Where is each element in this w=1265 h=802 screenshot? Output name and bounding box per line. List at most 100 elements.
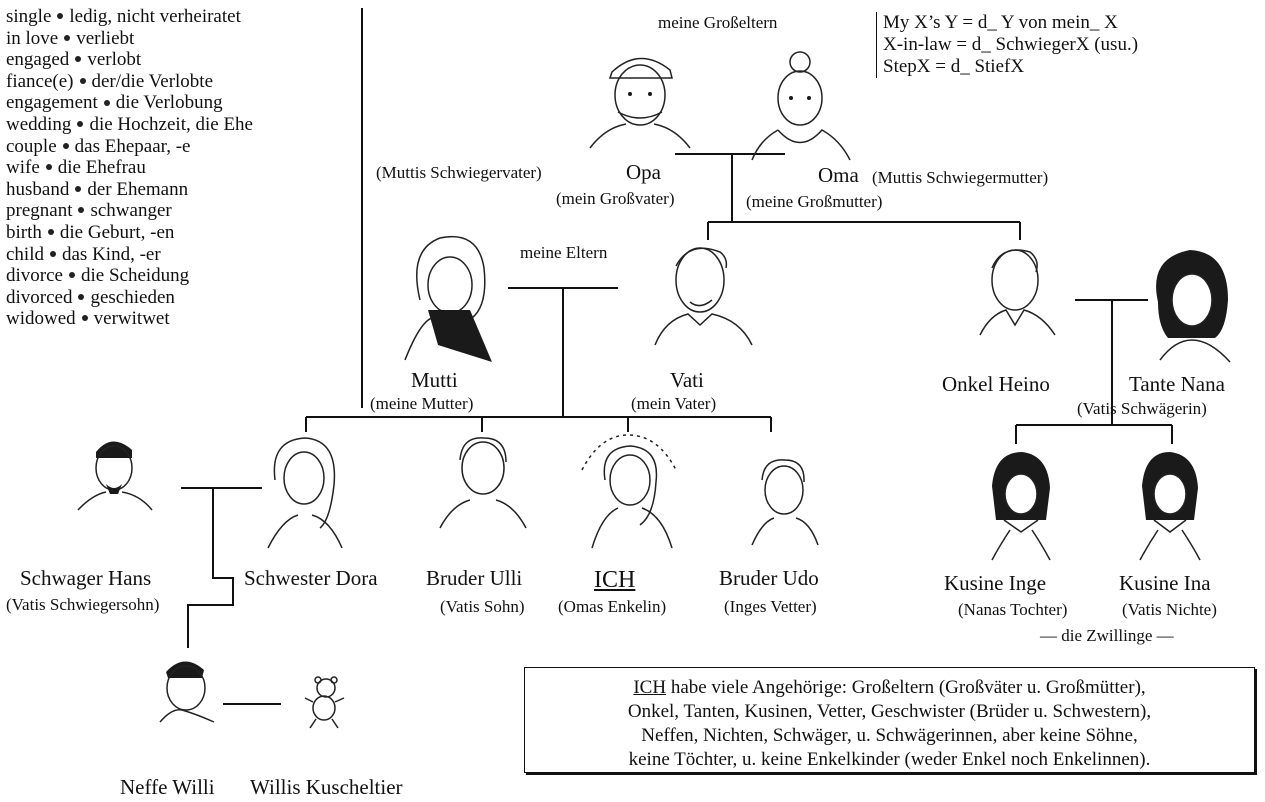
vocab-en: pregnant — [6, 200, 73, 222]
vocab-de: die Verlobung — [115, 92, 223, 114]
vocab-de: das Ehepaar, -e — [74, 135, 191, 157]
vocab-en: engagement — [6, 92, 98, 114]
vocab-item: pregnant schwanger — [6, 200, 253, 222]
vocab-en: divorced — [6, 286, 73, 308]
udo-figure — [751, 459, 819, 546]
dora-figure — [267, 437, 343, 549]
bullet-icon — [75, 185, 82, 192]
mutti-relation: (meine Mutter) — [370, 394, 474, 413]
bullet-icon — [62, 142, 69, 149]
bullet-icon — [78, 207, 85, 214]
vati-name: Vati — [670, 368, 704, 392]
summary-note: ICH habe viele Angehörige: Großeltern (G… — [524, 667, 1255, 773]
vocab-en: wife — [6, 157, 40, 179]
vocab-en: in love — [6, 27, 59, 49]
note-line-4: keine Töchter, u. keine Enkelkinder (wed… — [628, 749, 1151, 770]
vocab-de: verlobt — [87, 49, 142, 71]
hans-name: Schwager Hans — [20, 566, 152, 590]
dora-name: Schwester Dora — [244, 566, 378, 590]
bullet-icon — [57, 13, 64, 20]
hans-figure — [77, 441, 153, 511]
oma-name: Oma — [818, 163, 859, 187]
opa-relation-2: (mein Großvater) — [556, 189, 675, 208]
ina-figure — [1139, 452, 1201, 561]
inge-name: Kusine Inge — [944, 571, 1047, 595]
ina-relation: (Vatis Nichte) — [1122, 600, 1217, 619]
vocab-item: husband der Ehemann — [6, 179, 253, 201]
vocab-item: birth die Geburt, -en — [6, 222, 253, 244]
opa-name: Opa — [626, 160, 661, 184]
bullet-icon — [79, 77, 86, 84]
vocab-de: die Scheidung — [80, 265, 190, 287]
vocab-de: ledig, nicht verheiratet — [69, 6, 241, 27]
nana-figure — [1156, 250, 1231, 363]
willi-figure — [159, 661, 215, 723]
vocab-en: birth — [6, 221, 42, 243]
willi-name: Neffe Willi — [120, 775, 215, 799]
inge-figure — [991, 452, 1051, 561]
vocab-item: widowed verwitwet — [6, 308, 253, 330]
vocab-de: verwitwet — [93, 308, 170, 330]
rule-line: StepX = d_ StiefX — [883, 56, 1025, 77]
vocab-item: divorce die Scheidung — [6, 265, 253, 287]
vocab-en: engaged — [6, 49, 70, 71]
bullet-icon — [45, 164, 52, 171]
vocab-item: engaged verlobt — [6, 49, 253, 71]
oma-relation-2: (meine Großmutter) — [746, 192, 883, 211]
teddy-icon — [304, 676, 345, 729]
ulli-name: Bruder Ulli — [426, 566, 523, 590]
ulli-figure — [439, 437, 527, 529]
vocab-de: die Ehefrau — [57, 157, 146, 179]
nana-relation: (Vatis Schwägerin) — [1077, 399, 1207, 418]
grandparents-label: meine Großeltern — [658, 13, 778, 32]
bullet-icon — [50, 250, 56, 257]
vocab-de: der Ehemann — [87, 178, 189, 200]
inge-relation: (Nanas Tochter) — [958, 600, 1068, 619]
bullet-icon — [81, 315, 88, 322]
rule-line: X-in-law = d_ SchwiegerX (usu.) — [883, 34, 1139, 55]
hans-dora-descent — [187, 488, 234, 648]
heino-name: Onkel Heino — [942, 372, 1050, 396]
oma-figure — [751, 51, 851, 161]
vocab-de: das Kind, -er — [62, 243, 161, 265]
vocab-item: fiance(e) der/die Verlobte — [6, 71, 253, 93]
vocab-en: divorce — [6, 265, 63, 287]
vocab-en: couple — [6, 135, 57, 157]
bullet-icon — [47, 229, 54, 236]
vocab-de: der/die Verlobte — [91, 70, 214, 92]
bullet-icon — [78, 293, 85, 300]
note-ich: ICH — [633, 677, 667, 698]
ina-name: Kusine Ina — [1119, 571, 1211, 595]
note-line-1-text: habe viele Angehörige: Großeltern (Großv… — [666, 677, 1146, 698]
mutti-figure — [404, 235, 492, 362]
vocab-en: wedding — [6, 113, 72, 135]
opa-figure — [589, 57, 691, 149]
ulli-relation: (Vatis Sohn) — [440, 597, 525, 616]
vocab-en: fiance(e) — [6, 70, 74, 92]
vocab-item: engagement die Verlobung — [6, 92, 253, 114]
bullet-icon — [68, 272, 75, 279]
parents-label: meine Eltern — [520, 243, 608, 262]
rule-line: My X’s Y = d_ Y von mein_ X — [883, 12, 1118, 33]
teddy-name: Willis Kuscheltier — [250, 775, 403, 799]
vati-relation: (mein Vater) — [631, 394, 717, 413]
oma-relation: (Muttis Schwiegermutter) — [872, 168, 1049, 187]
mutti-name: Mutti — [411, 368, 458, 392]
heino-figure — [979, 249, 1056, 336]
bullet-icon — [75, 56, 82, 63]
naming-rules: My X’s Y = d_ Y von mein_ X X-in-law = d… — [876, 12, 1138, 78]
ich-relation: (Omas Enkelin) — [558, 597, 667, 616]
vocab-en: husband — [6, 178, 70, 200]
vocab-de: schwanger — [90, 200, 172, 222]
udo-relation: (Inges Vetter) — [724, 597, 817, 616]
nana-name: Tante Nana — [1129, 372, 1225, 396]
vocab-en: widowed — [6, 308, 76, 330]
note-line-3: Neffen, Nichten, Schwäger, u. Schwägerin… — [641, 725, 1138, 746]
vocab-de: die Geburt, -en — [59, 221, 175, 243]
